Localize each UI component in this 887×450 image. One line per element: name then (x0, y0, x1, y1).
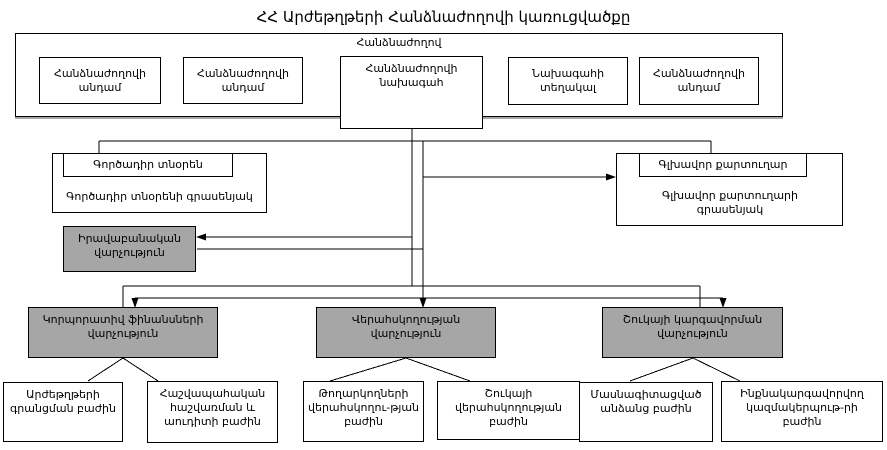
wire-diag-left-2 (122, 357, 159, 382)
division-securities-registration-box: Արժեթղթերի գրանցման բաժին (3, 382, 123, 442)
arrowhead-secretary-office (606, 173, 616, 181)
division-issuers-supervision-box: Թողարկողների վերահսկողու-թյան բաժին (303, 381, 424, 442)
executive-director-tab: Գործադիր տնօրեն (63, 153, 233, 177)
division-accounting-audit-box: Հաշվապահական հաշվառման և աուդիտի բաժին (147, 381, 278, 443)
division-market-supervision-box: Շուկայի վերահսկողության բաժին (437, 381, 580, 440)
chief-secretary-office-label: Գլխավոր քարտուղարի գրասենյակ (662, 189, 798, 216)
wire-diag-right-1 (629, 357, 694, 382)
executive-director-office-label: Գործադիր տնօրենի գրասենյակ (66, 190, 253, 203)
division-specialized-persons-box: Մասնագիտացված անձանց բաժին (579, 382, 713, 442)
page-title: ՀՀ Արժեթղթերի Հանձնաժողովի կառուցվածքը (256, 8, 631, 26)
wire-diag-right-2 (692, 357, 741, 382)
dept-market-regulation-box: Շուկայի կարգավորման վարչություն (602, 307, 783, 358)
commission-label: Հանձնաժողով (356, 36, 442, 49)
deputy-chairman-box: Նախագահի տեղակալ (508, 57, 628, 105)
wire-diag-left-1 (87, 357, 124, 382)
dept-corporate-finance-box: Կորպորատիվ ֆինանսների վարչություն (28, 307, 218, 358)
division-self-regulatory-box: Ինքնակարգավորվող կազմակերպութ-րի բաժին (721, 381, 883, 442)
chairman-box: Հանձնաժողովի նախագահ (340, 56, 483, 129)
member-box-2: Հանձնաժողովի անդամ (183, 57, 303, 104)
wire-diag-middle-1 (329, 357, 407, 382)
chief-secretary-tab: Գլխավոր քարտուղար (639, 153, 807, 177)
legal-department-box: Իրավաբանական վարչություն (63, 226, 196, 272)
dept-supervision-box: Վերահսկողության վարչություն (316, 307, 496, 358)
wire-diag-middle-2 (405, 357, 471, 382)
arrowhead-legal (196, 233, 206, 241)
member-box-3: Հանձնաժողովի անդամ (639, 57, 759, 105)
member-box-1: Հանձնաժողովի անդամ (39, 57, 161, 104)
